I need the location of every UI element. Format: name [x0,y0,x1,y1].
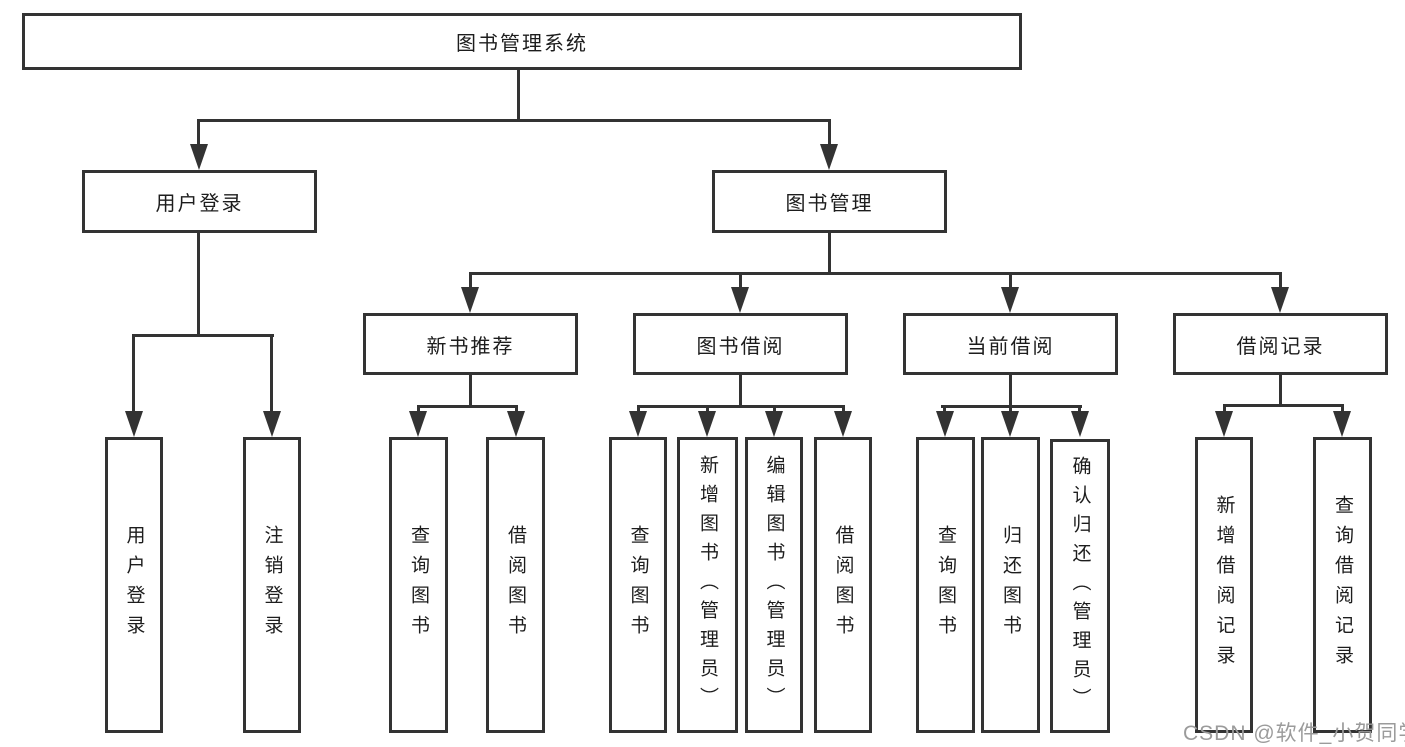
arrowhead-down [1215,411,1233,437]
arrowhead-down [507,411,525,437]
connector-line [1223,404,1344,407]
connector-line [515,405,518,415]
connector-line [417,405,518,408]
arrowhead-down [936,411,954,437]
leaf-borrow-books-recommend: 借阅图书 [486,437,545,733]
arrowhead-down [765,411,783,437]
node-book-borrow: 图书借阅 [633,313,848,375]
arrowhead-down [1001,411,1019,437]
node-label: 注销登录 [261,525,283,645]
connector-line [1341,404,1344,415]
arrowhead-down [190,144,208,170]
node-new-book-recommend: 新书推荐 [363,313,578,375]
connector-line [197,119,200,147]
node-label: 借阅图书 [832,525,854,645]
connector-line [637,405,640,415]
arrowhead-down [834,411,852,437]
node-library-management-system: 图书管理系统 [22,13,1022,70]
connector-line [828,232,831,275]
node-book-management: 图书管理 [712,170,947,233]
leaf-query-books-borrow: 查询图书 [609,437,667,733]
node-label: 图书借阅 [696,335,785,358]
connector-line [417,405,420,415]
connector-line [517,67,520,122]
node-label: 查询图书 [935,525,956,645]
arrowhead-down [1071,411,1089,437]
connector-line [1279,272,1282,290]
leaf-add-book-admin: 新增图书（管理员） [677,437,738,733]
arrowhead-down [1333,411,1351,437]
node-label: 借阅记录 [1236,335,1325,358]
node-current-borrow: 当前借阅 [903,313,1118,375]
connector-line [1078,405,1081,415]
connector-line [197,119,831,122]
node-label: 当前借阅 [966,335,1055,358]
connector-line [637,405,845,408]
arrowhead-down [409,411,427,437]
connector-line [706,405,709,415]
leaf-logout: 注销登录 [243,437,301,733]
node-label: 用户登录 [123,525,145,645]
connector-line [1009,374,1012,408]
connector-line [1009,272,1012,290]
node-label: 归还图书 [1000,525,1021,645]
connector-line [132,334,274,337]
arrowhead-down [629,411,647,437]
connector-line [1223,404,1226,415]
leaf-query-books-current: 查询图书 [916,437,975,733]
node-label: 查询图书 [408,525,429,645]
node-label: 查询借阅记录 [1332,495,1353,675]
connector-line [773,405,776,415]
arrowhead-down [820,144,838,170]
node-label: 确认归还（管理员） [1069,455,1091,717]
leaf-borrow-books-borrow: 借阅图书 [814,437,872,733]
node-label: 图书管理系统 [456,33,588,55]
leaf-add-borrow-record: 新增借阅记录 [1195,437,1253,733]
node-label: 新增借阅记录 [1213,495,1235,675]
leaf-return-books: 归还图书 [981,437,1040,733]
node-user-login: 用户登录 [82,170,317,233]
node-label: 新增图书（管理员） [697,454,718,716]
connector-line [469,272,472,290]
node-label: 图书管理 [785,193,874,215]
connector-line [132,334,135,414]
node-label: 用户登录 [155,193,244,215]
arrowhead-down [125,411,143,437]
connector-line [469,272,1282,275]
leaf-confirm-return-admin: 确认归还（管理员） [1050,439,1110,733]
connector-line [469,374,472,408]
connector-line [197,232,200,337]
leaf-edit-book-admin: 编辑图书（管理员） [745,437,803,733]
leaf-query-books-recommend: 查询图书 [389,437,448,733]
node-borrow-records: 借阅记录 [1173,313,1388,375]
connector-line [739,374,742,408]
leaf-query-borrow-record: 查询借阅记录 [1313,437,1372,733]
csdn-watermark: CSDN @软件_小贺同学 [1183,722,1405,745]
node-label: 借阅图书 [505,525,526,645]
leaf-user-login: 用户登录 [105,437,163,733]
arrowhead-down [1001,287,1019,313]
connector-line [842,405,845,415]
connector-line [270,334,273,414]
arrowhead-down [263,411,281,437]
connector-line [828,119,831,147]
arrowhead-down [731,287,749,313]
node-label: 新书推荐 [426,335,515,358]
connector-line [1279,373,1282,407]
node-label: 查询图书 [627,525,649,645]
arrowhead-down [1271,287,1289,313]
arrowhead-down [698,411,716,437]
connector-line [943,405,946,415]
connector-line [739,272,742,290]
connector-line [1009,405,1012,415]
arrowhead-down [461,287,479,313]
node-label: 编辑图书（管理员） [763,454,785,716]
